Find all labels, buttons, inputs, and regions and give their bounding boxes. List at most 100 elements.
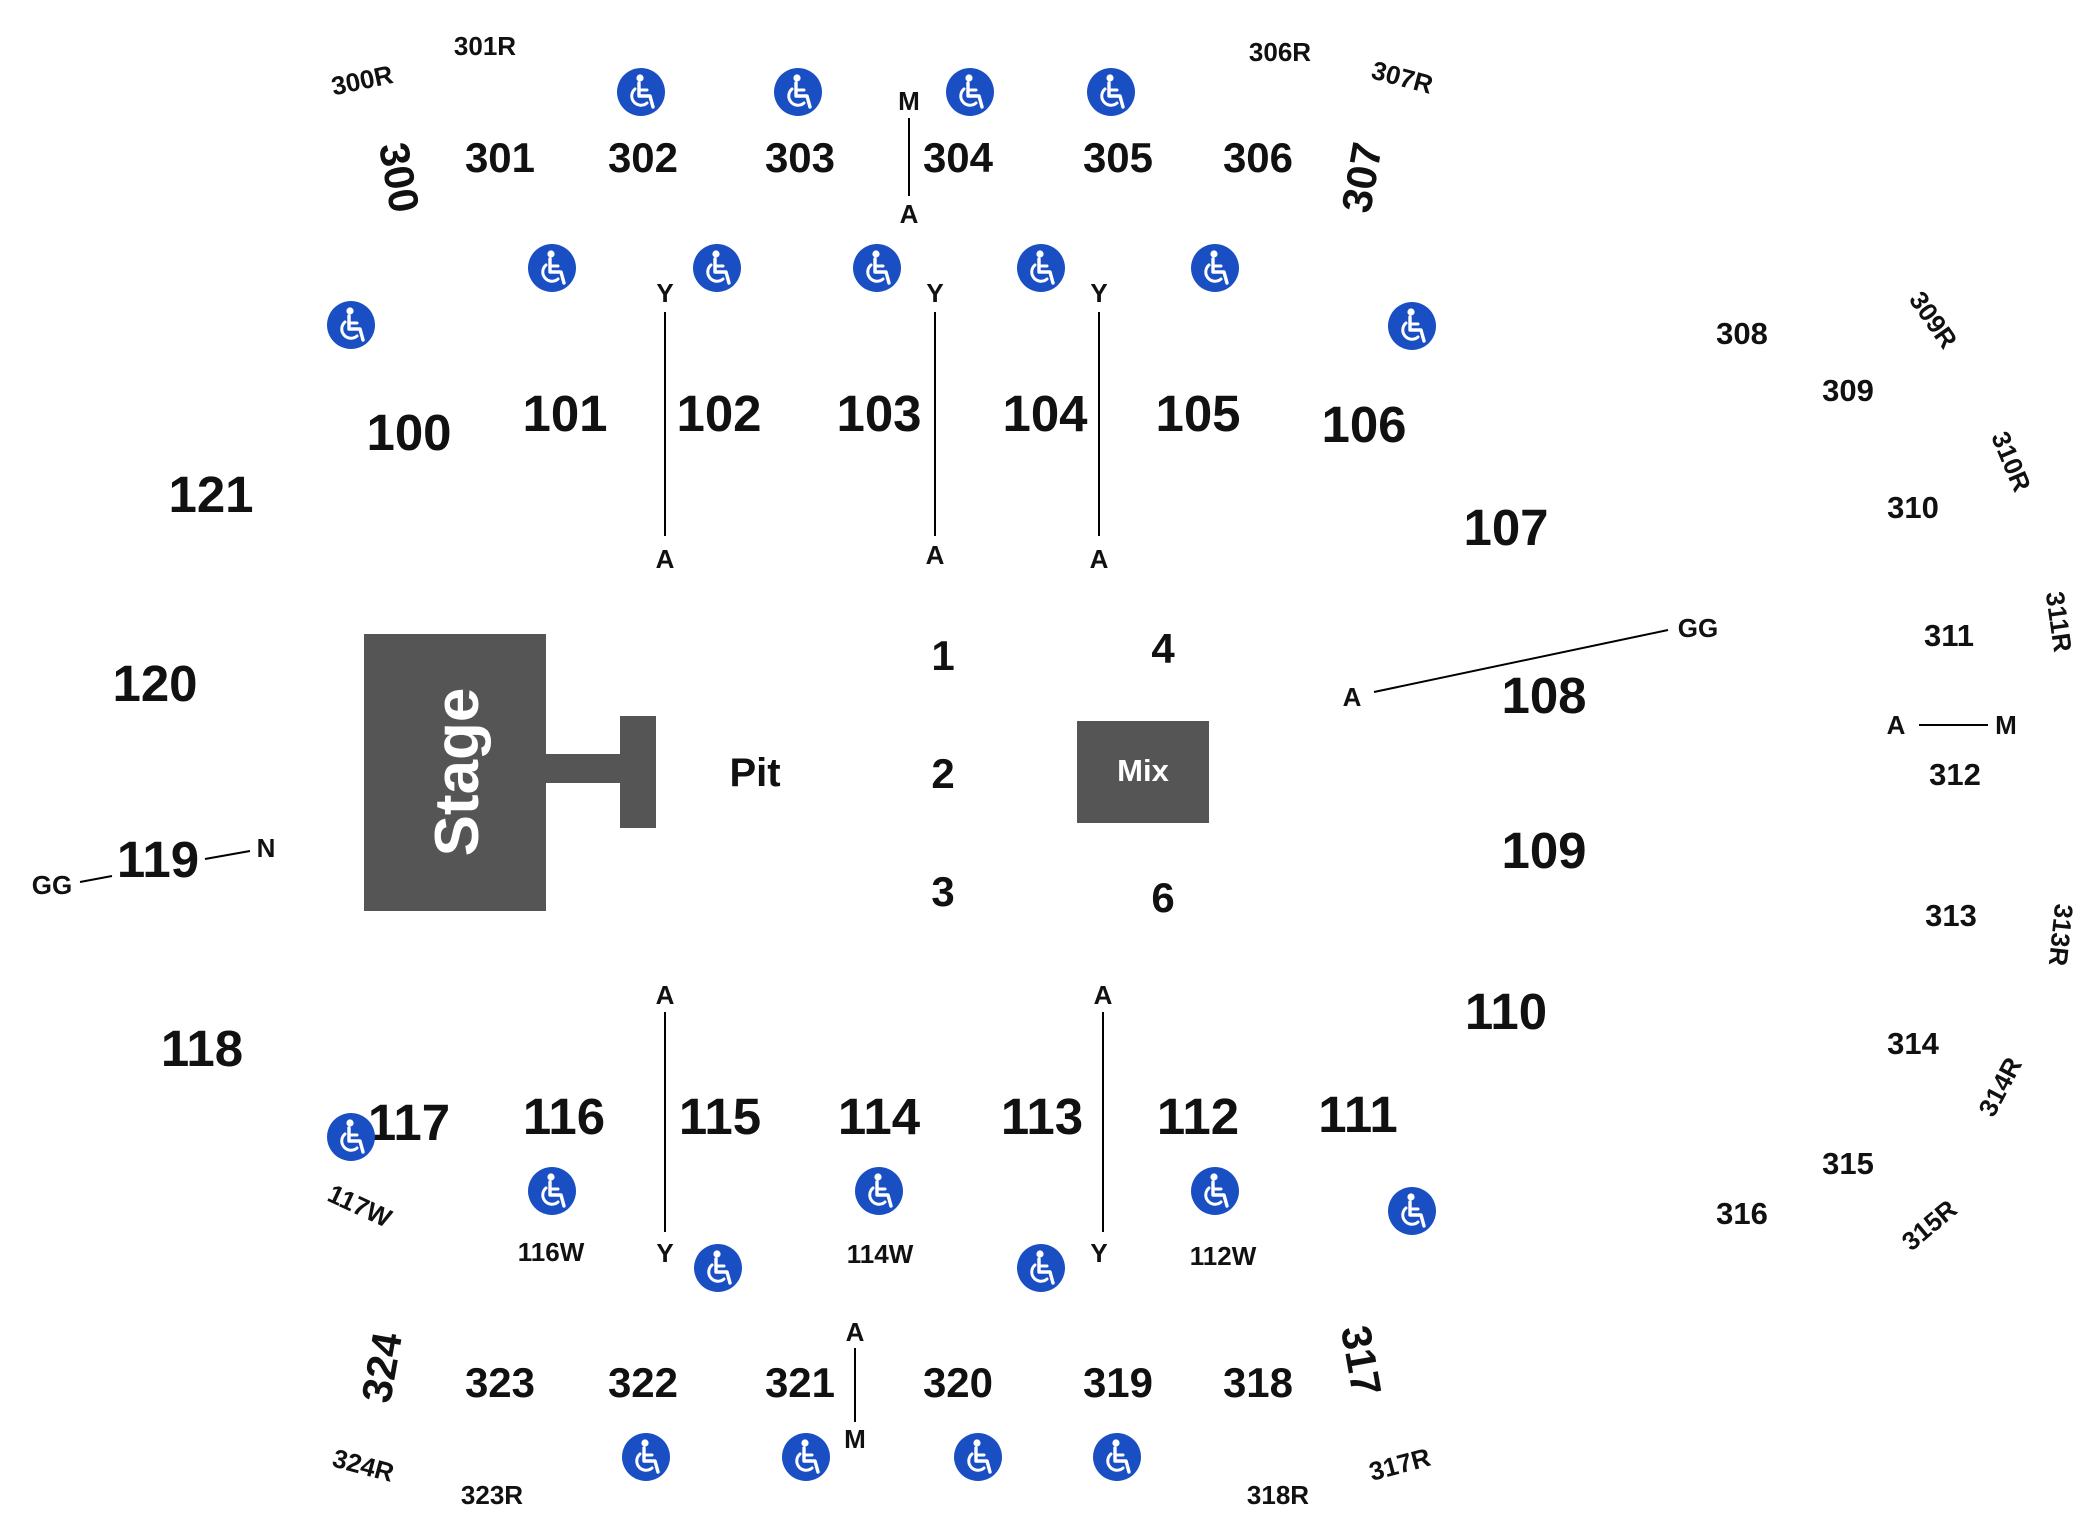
section-117[interactable]: 117 (368, 1094, 450, 1151)
wheelchair-icon[interactable] (853, 1165, 905, 1217)
section-318R[interactable]: 318R (1247, 1480, 1309, 1510)
section-309R[interactable]: 309R (1903, 286, 1963, 354)
section-floor-1[interactable]: 1 (931, 632, 954, 679)
section-319[interactable]: 319 (1083, 1359, 1153, 1406)
section-floor-3[interactable]: 3 (931, 868, 954, 915)
section-313R[interactable]: 313R (2043, 902, 2079, 967)
wheelchair-icon[interactable] (952, 1431, 1004, 1483)
section-108[interactable]: 108 (1501, 667, 1586, 724)
wheelchair-icon[interactable] (1189, 242, 1241, 294)
section-113[interactable]: 113 (1001, 1088, 1083, 1145)
wheelchair-icon[interactable] (1085, 66, 1137, 118)
wheelchair-icon[interactable] (526, 242, 578, 294)
section-315R[interactable]: 315R (1896, 1193, 1963, 1256)
section-324R[interactable]: 324R (329, 1443, 397, 1488)
row-label-y: Y (1090, 278, 1107, 308)
section-306[interactable]: 306 (1223, 134, 1293, 181)
section-120[interactable]: 120 (112, 655, 197, 712)
section-320[interactable]: 320 (923, 1359, 993, 1406)
section-112[interactable]: 112 (1157, 1088, 1239, 1145)
section-323R[interactable]: 323R (461, 1480, 523, 1510)
mix-position (1077, 721, 1209, 823)
section-floor-2[interactable]: 2 (931, 750, 954, 797)
section-floor-6[interactable]: 6 (1151, 874, 1174, 921)
section-100[interactable]: 100 (366, 404, 451, 461)
wheelchair-icon[interactable] (325, 1111, 377, 1163)
section-324[interactable]: 324 (352, 1328, 411, 1406)
section-111[interactable]: 111 (1318, 1086, 1397, 1143)
section-300R[interactable]: 300R (329, 59, 396, 101)
section-306R[interactable]: 306R (1249, 37, 1311, 67)
section-121[interactable]: 121 (168, 466, 253, 523)
section-310[interactable]: 310 (1887, 490, 1939, 525)
section-314[interactable]: 314 (1887, 1026, 1939, 1061)
section-316[interactable]: 316 (1716, 1196, 1768, 1231)
stage-thrust (620, 716, 656, 828)
wheelchair-icon[interactable] (1015, 242, 1067, 294)
section-321[interactable]: 321 (765, 1359, 835, 1406)
row-label-y: Y (656, 1238, 673, 1268)
section-310R[interactable]: 310R (1985, 427, 2037, 496)
section-116W[interactable]: 116W (518, 1237, 585, 1267)
section-308[interactable]: 308 (1716, 316, 1768, 351)
row-label-n: N (257, 833, 276, 863)
section-104[interactable]: 104 (1002, 385, 1088, 442)
section-101[interactable]: 101 (522, 385, 607, 442)
section-323[interactable]: 323 (465, 1359, 535, 1406)
section-116[interactable]: 116 (523, 1088, 605, 1145)
section-315[interactable]: 315 (1822, 1146, 1874, 1181)
section-303[interactable]: 303 (765, 134, 835, 181)
section-322[interactable]: 322 (608, 1359, 678, 1406)
wheelchair-icon[interactable] (691, 242, 743, 294)
section-309[interactable]: 309 (1822, 373, 1874, 408)
section-109[interactable]: 109 (1501, 822, 1586, 879)
section-301R[interactable]: 301R (454, 31, 516, 61)
section-115[interactable]: 115 (679, 1088, 761, 1145)
section-102[interactable]: 102 (676, 385, 761, 442)
section-305[interactable]: 305 (1083, 134, 1153, 181)
section-317R[interactable]: 317R (1366, 1442, 1434, 1487)
section-304[interactable]: 304 (923, 134, 994, 181)
section-318[interactable]: 318 (1223, 1359, 1293, 1406)
wheelchair-icon[interactable] (692, 1242, 744, 1294)
section-106[interactable]: 106 (1321, 396, 1406, 453)
wheelchair-icon[interactable] (944, 66, 996, 118)
wheelchair-icon[interactable] (780, 1431, 832, 1483)
section-110[interactable]: 110 (1465, 983, 1547, 1040)
section-107[interactable]: 107 (1463, 499, 1548, 556)
section-103[interactable]: 103 (836, 385, 921, 442)
wheelchair-icon[interactable] (1091, 1431, 1143, 1483)
section-301[interactable]: 301 (465, 134, 535, 181)
section-117W[interactable]: 117W (323, 1178, 396, 1233)
wheelchair-icon[interactable] (1189, 1165, 1241, 1217)
section-118[interactable]: 118 (161, 1020, 243, 1077)
section-114[interactable]: 114 (838, 1088, 921, 1145)
section-312[interactable]: 312 (1929, 757, 1981, 792)
row-label-y: Y (1090, 1238, 1107, 1268)
section-311[interactable]: 311 (1924, 618, 1974, 653)
wheelchair-icon[interactable] (851, 242, 903, 294)
section-307R[interactable]: 307R (1368, 55, 1436, 100)
section-311R[interactable]: 311R (2040, 590, 2078, 655)
section-floor-4[interactable]: 4 (1151, 625, 1175, 672)
section-317[interactable]: 317 (1332, 1322, 1390, 1399)
section-119[interactable]: 119 (117, 831, 199, 888)
section-307[interactable]: 307 (1332, 139, 1390, 216)
section-302[interactable]: 302 (608, 134, 678, 181)
wheelchair-icon[interactable] (1386, 1185, 1438, 1237)
section-114W[interactable]: 114W (847, 1239, 914, 1269)
wheelchair-icon[interactable] (620, 1431, 672, 1483)
wheelchair-icon[interactable] (1015, 1242, 1067, 1294)
section-314R[interactable]: 314R (1972, 1052, 2028, 1121)
row-marker-line (1373, 629, 1669, 693)
wheelchair-icon[interactable] (325, 299, 377, 351)
row-label-m: M (898, 86, 920, 116)
wheelchair-icon[interactable] (615, 66, 667, 118)
wheelchair-icon[interactable] (772, 66, 824, 118)
section-300[interactable]: 300 (370, 139, 428, 216)
wheelchair-icon[interactable] (526, 1165, 578, 1217)
section-105[interactable]: 105 (1155, 385, 1240, 442)
section-112W[interactable]: 112W (1190, 1241, 1257, 1271)
section-313[interactable]: 313 (1925, 898, 1977, 933)
wheelchair-icon[interactable] (1386, 300, 1438, 352)
